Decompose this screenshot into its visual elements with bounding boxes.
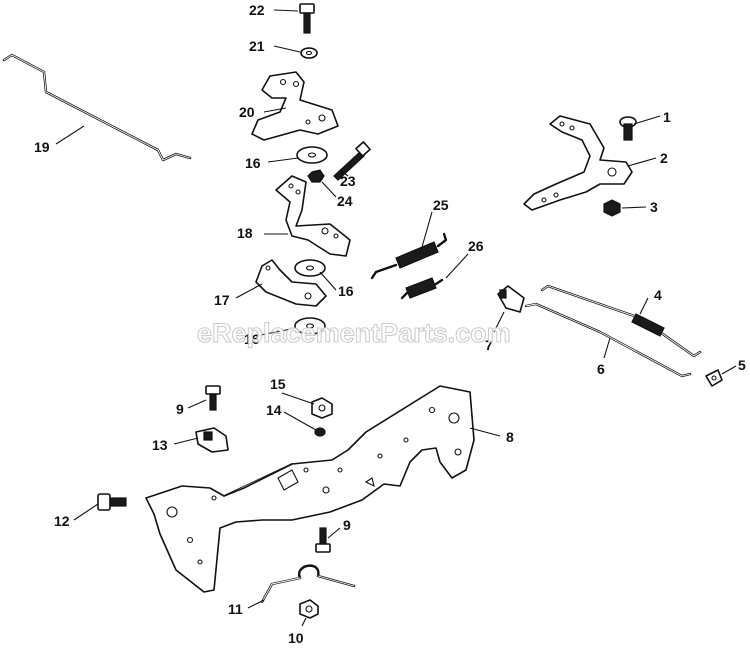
- callout-20: 20: [239, 104, 255, 120]
- callout-10: 10: [288, 630, 304, 646]
- callout-labels: 22 21 20 16 23 24 18 17 16 16 19 25 26 1…: [34, 2, 746, 646]
- callout-21: 21: [249, 38, 265, 54]
- part-24-nut: [307, 169, 325, 183]
- part-23-screw: [333, 141, 371, 181]
- part-11-spring: [260, 564, 356, 604]
- part-9-bolt-top: [205, 385, 221, 411]
- callout-4: 4: [654, 287, 662, 303]
- callout-25: 25: [433, 197, 449, 213]
- part-3-nut: [603, 199, 621, 217]
- callout-26: 26: [468, 238, 484, 254]
- callout-16-top: 16: [245, 155, 261, 171]
- part-14-washer: [314, 427, 326, 437]
- callout-12: 12: [54, 513, 70, 529]
- part-18-lever: [275, 175, 351, 257]
- callout-23: 23: [340, 173, 356, 189]
- callout-17: 17: [214, 292, 230, 308]
- part-4-choke-link: [540, 284, 702, 358]
- callout-6: 6: [597, 361, 605, 377]
- part-6-throttle-link: [524, 302, 692, 378]
- callout-16-middle: 16: [338, 283, 354, 299]
- watermark: eReplacementParts.com: [197, 318, 511, 348]
- callout-16-bottom: 16: [244, 331, 260, 347]
- part-2-throttle-lever: [523, 115, 633, 211]
- part-8-control-bracket: [145, 385, 475, 593]
- callout-18: 18: [237, 225, 253, 241]
- callout-9-lower: 9: [343, 517, 351, 533]
- callout-9-top: 9: [176, 401, 184, 417]
- part-19-governor-rod: [2, 53, 192, 162]
- callout-8: 8: [506, 429, 514, 445]
- callout-22: 22: [249, 2, 265, 18]
- part-25-spring: [370, 232, 448, 280]
- callout-11: 11: [228, 601, 243, 617]
- part-7-link-clip: [497, 285, 525, 313]
- part-12-bolt: [97, 493, 127, 511]
- part-17-lever: [255, 259, 327, 307]
- callout-7: 7: [485, 337, 493, 353]
- part-22-bolt: [299, 3, 315, 34]
- callout-15: 15: [270, 376, 286, 392]
- callout-19: 19: [34, 139, 50, 155]
- part-20-lever-bracket: [251, 71, 339, 141]
- callout-3: 3: [650, 199, 658, 215]
- callout-13: 13: [152, 437, 168, 453]
- part-5-clip: [705, 369, 723, 387]
- part-13-clip: [195, 427, 229, 453]
- part-1-screw: [619, 116, 637, 141]
- callout-2: 2: [660, 150, 668, 166]
- part-26-spring: [400, 277, 444, 300]
- callout-14: 14: [266, 402, 282, 418]
- callout-5: 5: [738, 357, 746, 373]
- leader-lines: [55, 9, 737, 627]
- callout-1: 1: [663, 109, 671, 125]
- callout-24: 24: [337, 193, 353, 209]
- part-9-bolt-lower: [315, 527, 331, 553]
